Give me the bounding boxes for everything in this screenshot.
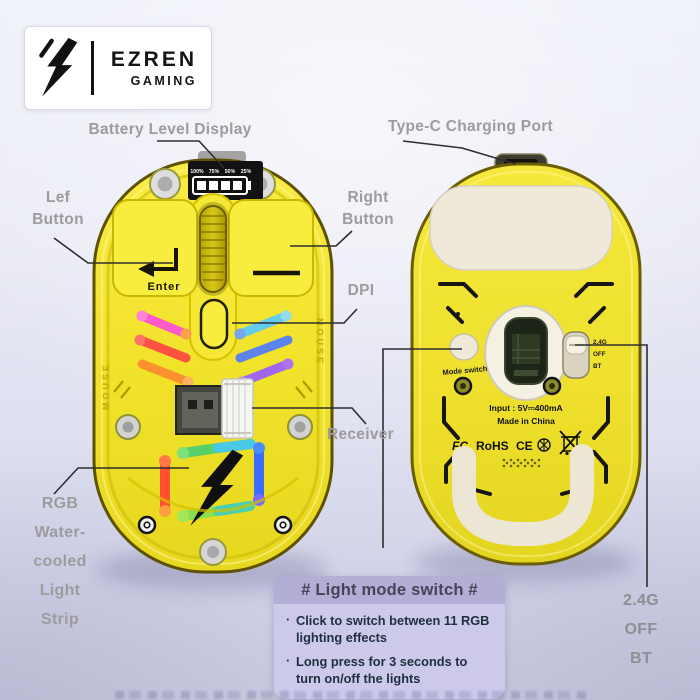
bottom-screws xyxy=(115,414,313,566)
rohs-mark: RoHS xyxy=(476,439,509,453)
left-button-line1: Lef xyxy=(45,189,71,206)
switch-label-24g: 2.4G xyxy=(593,339,607,346)
glide-pad-bottom xyxy=(452,444,594,546)
callout-rgb-strip-label: RGB Water- cooled Light Strip xyxy=(14,489,106,634)
made-in-text: Made in China xyxy=(497,416,555,426)
line-typec xyxy=(402,140,517,165)
callout-receiver-label: Receiver xyxy=(326,426,395,443)
enter-arrow-icon xyxy=(152,248,178,271)
switch-label-bt: BT xyxy=(593,363,602,370)
line-receiver xyxy=(252,407,367,425)
brand-name: EZREN xyxy=(110,48,197,71)
battery-tick-25: 25% xyxy=(241,169,252,175)
line-right-button xyxy=(290,230,353,247)
battery-level-display: 100% 75% 50% 25% xyxy=(188,161,263,200)
ce-mark: CE xyxy=(516,439,533,453)
callout-left-button-label: Lef Button xyxy=(18,187,98,231)
rgb-zigzag-left xyxy=(134,310,194,388)
line-left-button xyxy=(53,237,173,264)
mode-switch-button xyxy=(449,333,479,361)
glide-pad-top xyxy=(429,185,613,271)
optical-sensor xyxy=(484,305,568,401)
cutoff-footer-text xyxy=(115,691,590,699)
rgb-line1: RGB xyxy=(41,495,79,512)
battery-tick-50: 50% xyxy=(225,169,236,175)
rgb-line4: Light xyxy=(39,582,81,599)
enter-label: Enter xyxy=(147,281,180,293)
right-button xyxy=(228,199,314,297)
bottom-mouse-illustration: Mode switch 2.4G OFF BT Input : 5V⎓400mA… xyxy=(410,153,642,566)
line-rgb-strip xyxy=(53,467,189,495)
dpi-button xyxy=(199,298,229,350)
callout-typec-label: Type-C Charging Port xyxy=(387,118,554,135)
bolt-logo-icon xyxy=(39,37,78,97)
connection-slide-switch: 2.4G OFF BT xyxy=(562,331,607,379)
rgb-line5: Strip xyxy=(41,611,79,628)
callout-right-button-label: Right Button xyxy=(328,187,408,231)
info-bullet-1: Click to switch between 11 RGB lighting … xyxy=(286,612,495,646)
scroll-wheel xyxy=(197,202,229,296)
line-connection xyxy=(575,344,648,587)
conn-line3: BT xyxy=(630,650,652,667)
switch-label-off: OFF xyxy=(593,351,606,358)
line-dpi xyxy=(232,308,358,324)
conn-line1: 2.4G xyxy=(623,592,659,609)
battery-tick-75: 75% xyxy=(209,169,220,175)
callout-dpi-label: DPI xyxy=(347,282,375,299)
brand-subtitle: GAMING xyxy=(130,74,197,88)
rgb-line2: Water- xyxy=(34,524,86,541)
conn-line2: OFF xyxy=(624,621,658,638)
logo-divider xyxy=(91,41,94,95)
bolt-logo-mouse xyxy=(190,449,244,526)
side-text-right: MOUSE xyxy=(315,318,325,366)
dot-grill xyxy=(502,458,541,468)
info-bullet-2: Long press for 3 seconds to turn on/off … xyxy=(286,653,495,687)
callout-battery-label: Battery Level Display xyxy=(88,121,252,138)
input-rating-text: Input : 5V⎓400mA xyxy=(489,403,562,413)
info-box-title: # Light mode switch # xyxy=(274,576,505,604)
info-box-body: Click to switch between 11 RGB lighting … xyxy=(274,604,505,699)
brand-logo: EZREN GAMING xyxy=(24,26,212,110)
right-button-line1: Right xyxy=(347,189,389,206)
rgb-line3: cooled xyxy=(33,553,87,570)
mode-switch-label: Mode switch xyxy=(442,364,488,377)
light-mode-info-box: # Light mode switch # Click to switch be… xyxy=(274,576,505,699)
left-button-line2: Button xyxy=(32,211,84,228)
right-button-line2: Button xyxy=(342,211,394,228)
battery-tick-100: 100% xyxy=(190,169,204,175)
callout-connection-label: 2.4G OFF BT xyxy=(601,586,681,673)
side-accents xyxy=(113,380,313,399)
line-mode-switch xyxy=(382,348,462,548)
side-text-left: MOUSE xyxy=(101,362,111,410)
line-battery xyxy=(157,140,225,169)
left-button: Enter xyxy=(112,199,198,297)
